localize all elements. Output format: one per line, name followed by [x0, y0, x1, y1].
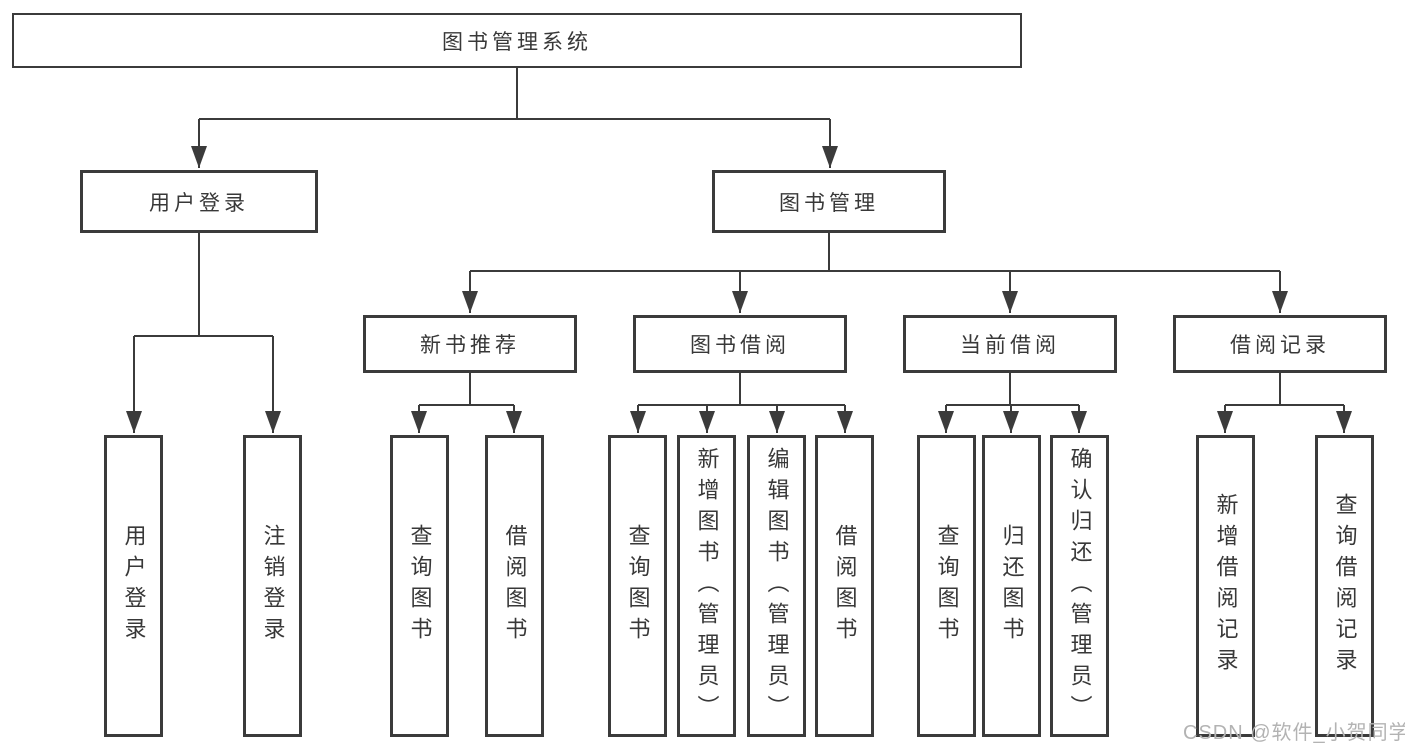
leaf-cb-query-books: 查询图书 — [917, 435, 976, 737]
leaf-nb-query-books: 查询图书 — [390, 435, 449, 737]
node-current-borrow: 当前借阅 — [903, 315, 1117, 373]
node-library-system: 图书管理系统 — [12, 13, 1022, 68]
leaf-cb-confirm-return-admin: 确认归还（管理员） — [1050, 435, 1109, 737]
watermark: CSDN @软件_小贺同学 — [1183, 722, 1405, 744]
node-book-borrow: 图书借阅 — [633, 315, 847, 373]
leaf-logout: 注销登录 — [243, 435, 302, 737]
leaf-bb-edit-books-admin: 编辑图书（管理员） — [747, 435, 806, 737]
edge-trunks — [134, 68, 1344, 406]
node-book-management: 图书管理 — [712, 170, 946, 233]
leaf-bb-query-books: 查询图书 — [608, 435, 667, 737]
node-borrow-records: 借阅记录 — [1173, 315, 1387, 373]
node-user-login: 用户登录 — [80, 170, 318, 233]
leaf-user-login: 用户登录 — [104, 435, 163, 737]
leaf-br-query-record: 查询借阅记录 — [1315, 435, 1374, 737]
leaf-br-add-record: 新增借阅记录 — [1196, 435, 1255, 737]
leaf-bb-add-books-admin: 新增图书（管理员） — [677, 435, 736, 737]
leaf-bb-borrow-books: 借阅图书 — [815, 435, 874, 737]
leaf-nb-borrow-books: 借阅图书 — [485, 435, 544, 737]
node-new-book-recommend: 新书推荐 — [363, 315, 577, 373]
leaf-cb-return-books: 归还图书 — [982, 435, 1041, 737]
